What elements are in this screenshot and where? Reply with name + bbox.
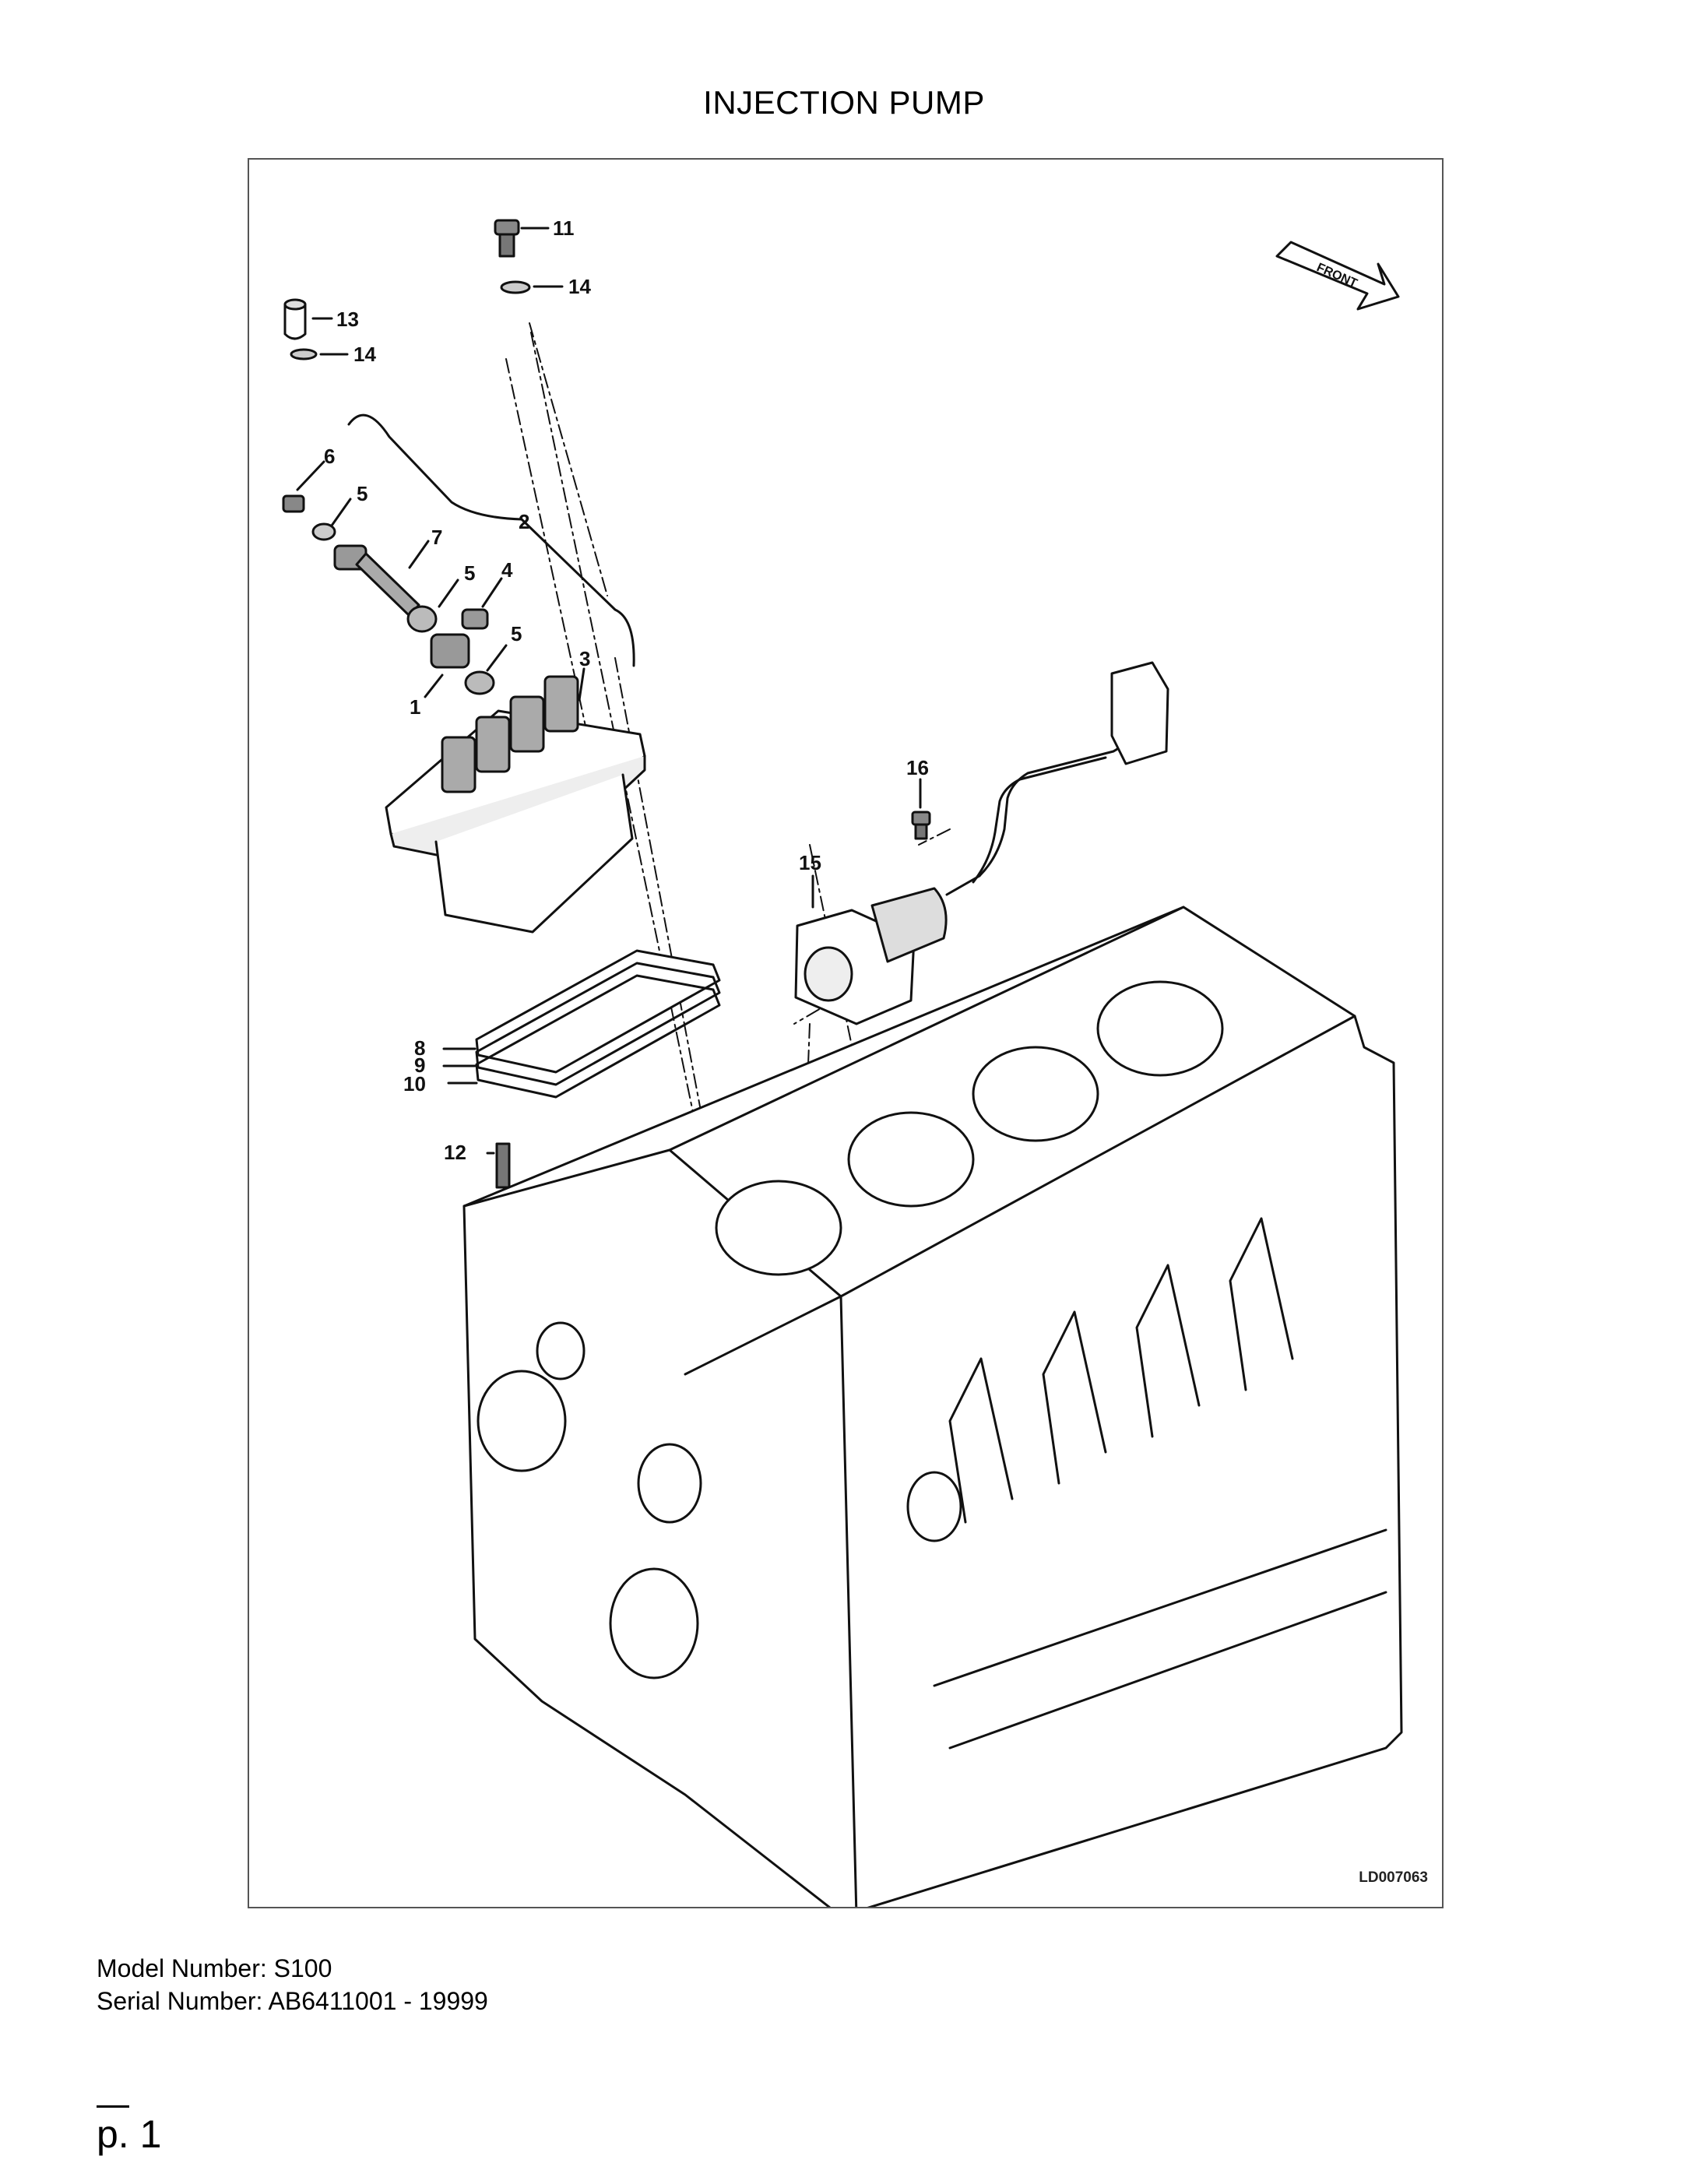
model-number: Model Number: S100 <box>97 1954 332 1982</box>
svg-text:16: 16 <box>906 756 929 779</box>
svg-text:5: 5 <box>464 561 475 585</box>
page-title: INJECTION PUMP <box>703 84 985 121</box>
front-arrow-icon: FRONT <box>1275 241 1400 311</box>
svg-text:7: 7 <box>431 526 442 549</box>
drawing-code: LD007063 <box>1359 1869 1428 1886</box>
svg-text:14: 14 <box>568 275 591 298</box>
parts-diagram-frame: FRONT 11 14 <box>248 158 1444 1908</box>
page-number: p. 1 <box>97 2112 162 2156</box>
svg-text:15: 15 <box>799 851 821 874</box>
svg-text:13: 13 <box>336 308 359 331</box>
svg-text:9: 9 <box>414 1053 425 1077</box>
part-5-washer-b: 5 <box>406 561 475 633</box>
part-12-stud: 12 <box>444 1141 511 1189</box>
part-14-washer-lower: 14 <box>290 343 376 366</box>
part-5-washer-c: 5 <box>464 622 522 695</box>
svg-text:12: 12 <box>444 1141 466 1164</box>
part-5-washer-a: 5 <box>311 482 367 541</box>
svg-text:6: 6 <box>324 445 335 468</box>
injection-pump-exploded-diagram: FRONT 11 14 <box>282 216 1403 1907</box>
part-2-bracket <box>347 413 635 667</box>
injection-pump-body: 3 <box>385 647 646 934</box>
part-15-stop-solenoid: 15 <box>794 661 1169 1025</box>
svg-text:3: 3 <box>579 647 590 670</box>
gaskets: 8 9 10 <box>403 949 721 1099</box>
part-4-plug: 4 <box>461 558 513 630</box>
svg-text:4: 4 <box>501 558 513 582</box>
svg-text:10: 10 <box>403 1072 426 1096</box>
part-16-screw: 16 <box>906 756 931 840</box>
cylinder-block <box>462 906 1403 1907</box>
part-11-bolt: 11 <box>494 216 575 258</box>
serial-number: Serial Number: AB6411001 - 19999 <box>97 1987 488 2015</box>
part-7-connector-bolt: 7 <box>333 526 442 617</box>
page-number-rule <box>97 2105 129 2108</box>
svg-text:8: 8 <box>414 1036 425 1060</box>
svg-text:5: 5 <box>511 622 522 645</box>
part-6-bolt: 6 <box>282 445 335 513</box>
svg-text:1: 1 <box>410 695 420 719</box>
svg-text:2: 2 <box>519 510 529 533</box>
part-1-fitting: 1 <box>410 633 470 719</box>
svg-text:14: 14 <box>353 343 376 366</box>
part-13-cap: 13 <box>283 298 359 340</box>
part-14-washer-upper: 14 <box>500 275 591 298</box>
svg-text:5: 5 <box>357 482 367 505</box>
svg-text:11: 11 <box>553 216 575 240</box>
